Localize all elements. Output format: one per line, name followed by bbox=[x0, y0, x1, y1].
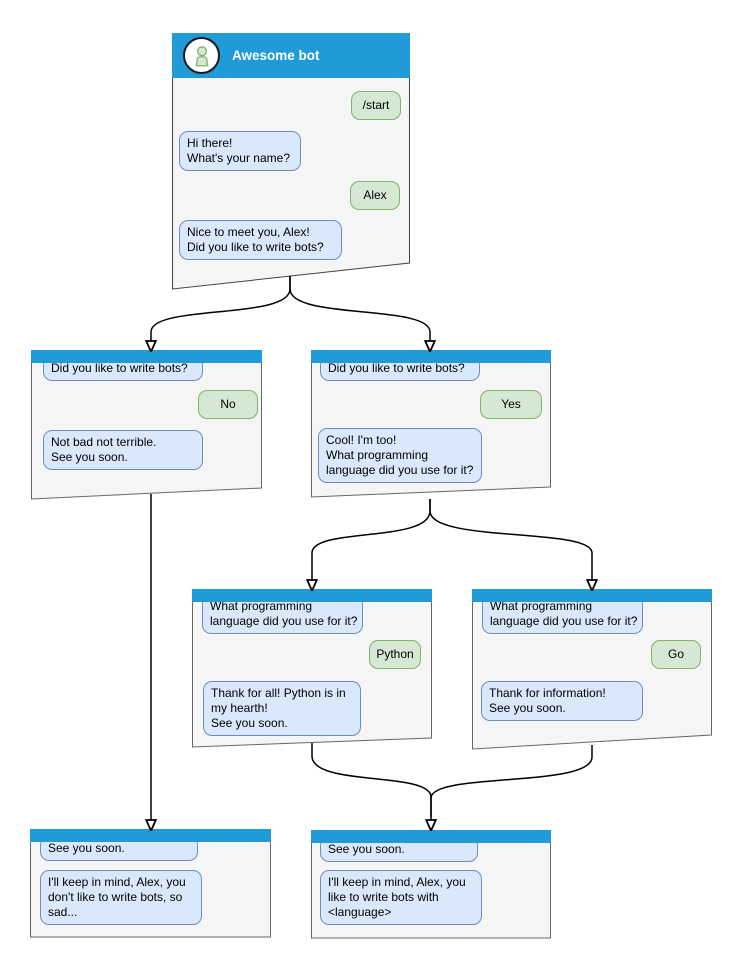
edge-yes-to-python bbox=[312, 499, 431, 580]
edge-go-to-final-yes bbox=[430, 745, 593, 817]
bot-message-bubble: Not bad not terrible. See you soon. bbox=[43, 430, 203, 470]
window-titlebar: Awesome bot bbox=[172, 33, 410, 78]
chat-box-branch-no: Did you like to write bots? No Not bad n… bbox=[31, 350, 262, 500]
user-message-bubble: No bbox=[198, 390, 258, 419]
user-message-bubble: Go bbox=[651, 640, 701, 669]
bot-avatar bbox=[183, 37, 220, 74]
user-message-bubble: Alex bbox=[350, 181, 400, 210]
chat-box-python: What programming language did you use fo… bbox=[192, 589, 432, 748]
edge-yes-to-go bbox=[429, 499, 592, 580]
user-message-bubble: Yes bbox=[480, 390, 542, 419]
person-icon bbox=[195, 45, 208, 66]
box-header bbox=[31, 350, 262, 363]
bot-message-bubble: I'll keep in mind, Alex, you don't like … bbox=[40, 870, 202, 925]
box-header bbox=[311, 830, 551, 843]
edge-python-to-final-yes bbox=[311, 743, 431, 820]
chat-window-start: Awesome bot /start Hi there! What's your… bbox=[172, 33, 410, 290]
box-header bbox=[192, 589, 432, 602]
chat-box-branch-yes: Did you like to write bots? Yes Cool! I'… bbox=[311, 350, 551, 498]
box-header bbox=[472, 589, 712, 602]
bot-message-bubble: Cool! I'm too! What programming language… bbox=[318, 428, 482, 483]
user-message-bubble: /start bbox=[351, 91, 401, 120]
window-title: Awesome bot bbox=[232, 48, 320, 63]
chat-box-go: What programming language did you use fo… bbox=[472, 589, 712, 750]
bot-message-bubble: I'll keep in mind, Alex, you like to wri… bbox=[320, 870, 482, 925]
bot-message-bubble: Nice to meet you, Alex! Did you like to … bbox=[179, 220, 342, 260]
bot-message-bubble: Thank for all! Python is in my hearth! S… bbox=[203, 681, 361, 736]
chat-box-final-no: See you soon. I'll keep in mind, Alex, y… bbox=[30, 829, 271, 938]
bot-message-bubble: Hi there! What's your name? bbox=[179, 131, 301, 171]
bot-message-bubble: Thank for information! See you soon. bbox=[481, 681, 643, 721]
user-message-bubble: Python bbox=[369, 640, 421, 669]
box-header bbox=[30, 829, 271, 842]
box-header bbox=[311, 350, 551, 363]
chat-box-final-yes: See you soon. I'll keep in mind, Alex, y… bbox=[311, 830, 551, 939]
